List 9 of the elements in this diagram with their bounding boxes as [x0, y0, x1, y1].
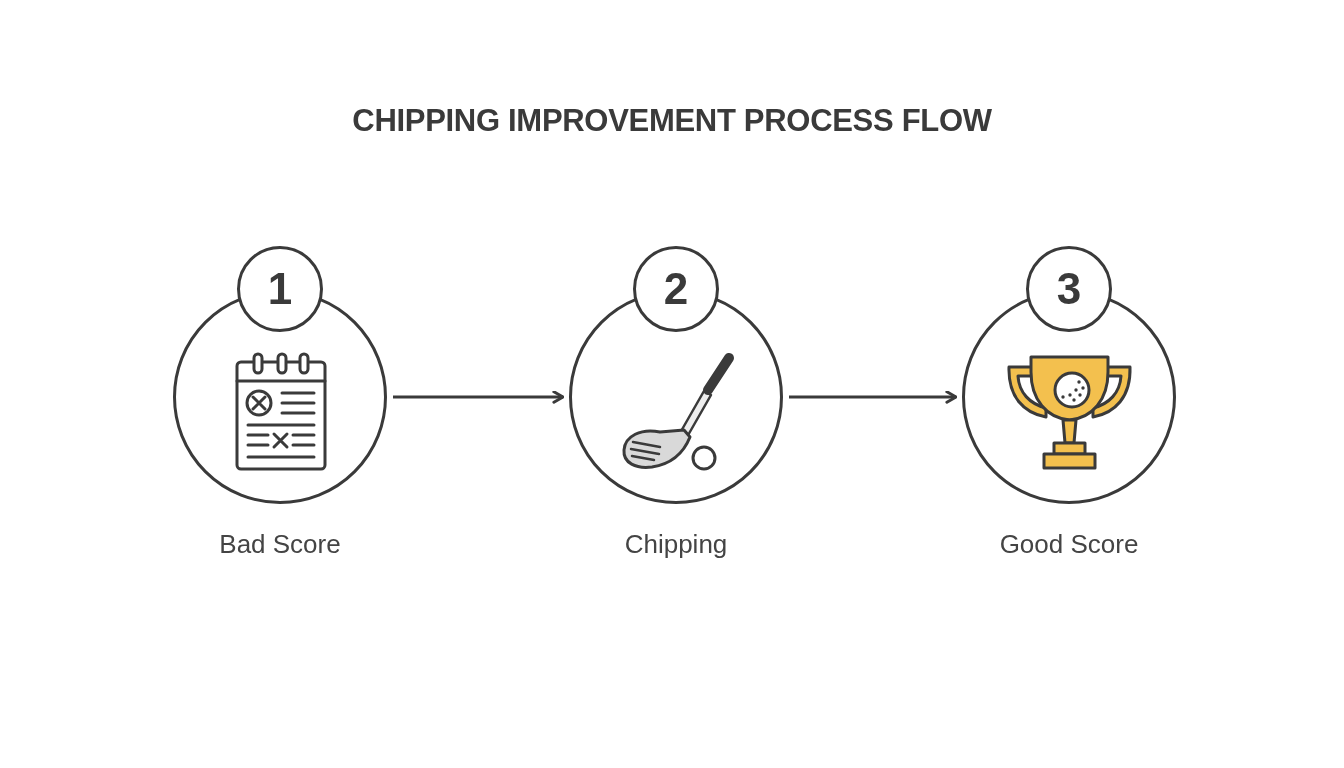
diagram-title: CHIPPING IMPROVEMENT PROCESS FLOW [352, 103, 992, 139]
step-label: Good Score [999, 529, 1139, 559]
number-badge: 1 [237, 246, 323, 332]
number-badge: 2 [633, 246, 719, 332]
step-label: Chipping [624, 529, 728, 559]
step-label: Bad Score [219, 529, 341, 559]
arrow [393, 390, 565, 404]
number-badge: 3 [1026, 246, 1112, 332]
arrow [789, 390, 958, 404]
